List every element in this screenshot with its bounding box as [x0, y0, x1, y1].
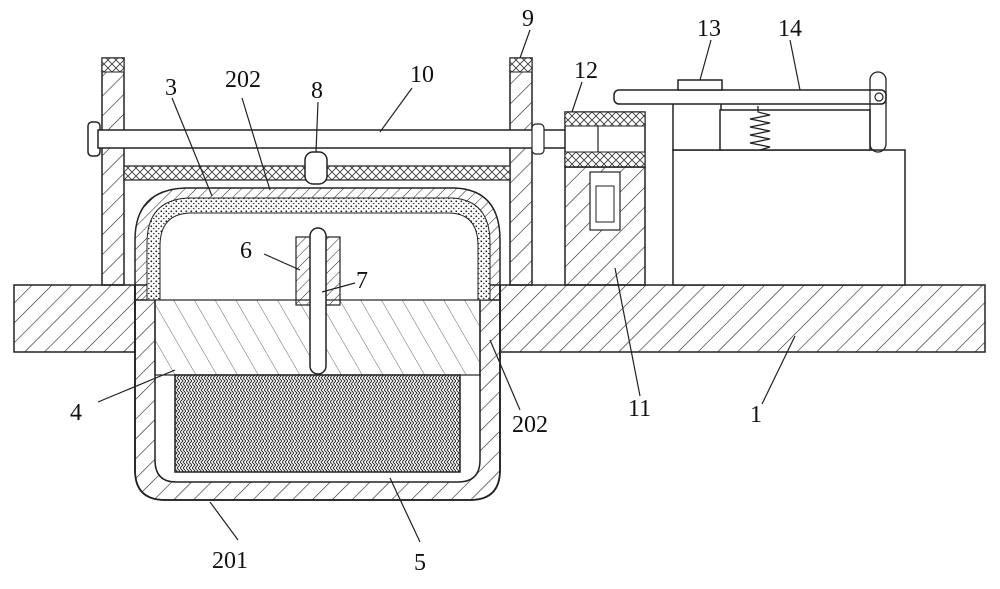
label-5: 5 — [414, 550, 426, 576]
label-7: 7 — [356, 268, 368, 294]
filler-block — [174, 374, 461, 473]
label-3: 3 — [165, 75, 177, 101]
label-14: 14 — [778, 16, 802, 42]
label-4: 4 — [70, 400, 82, 426]
label-12: 12 — [574, 58, 598, 84]
label-13: 13 — [697, 16, 721, 42]
cam-wheel — [564, 111, 646, 168]
label-10: 10 — [410, 62, 434, 88]
label-9: 9 — [522, 6, 534, 32]
label-202-right: 202 — [512, 412, 548, 438]
housing — [672, 99, 906, 286]
label-1: 1 — [750, 402, 762, 428]
label-8: 8 — [311, 78, 323, 104]
left-post — [101, 57, 125, 286]
label-202-top: 202 — [225, 67, 261, 93]
lever-arm — [613, 71, 887, 153]
support-block — [564, 166, 646, 286]
label-6: 6 — [240, 238, 252, 264]
push-pin — [304, 151, 328, 185]
leader-lines — [97, 29, 801, 543]
label-11: 11 — [628, 396, 651, 422]
right-post — [509, 57, 533, 286]
spring-icon — [749, 106, 771, 151]
center-tube — [295, 227, 341, 375]
label-201: 201 — [212, 548, 248, 574]
